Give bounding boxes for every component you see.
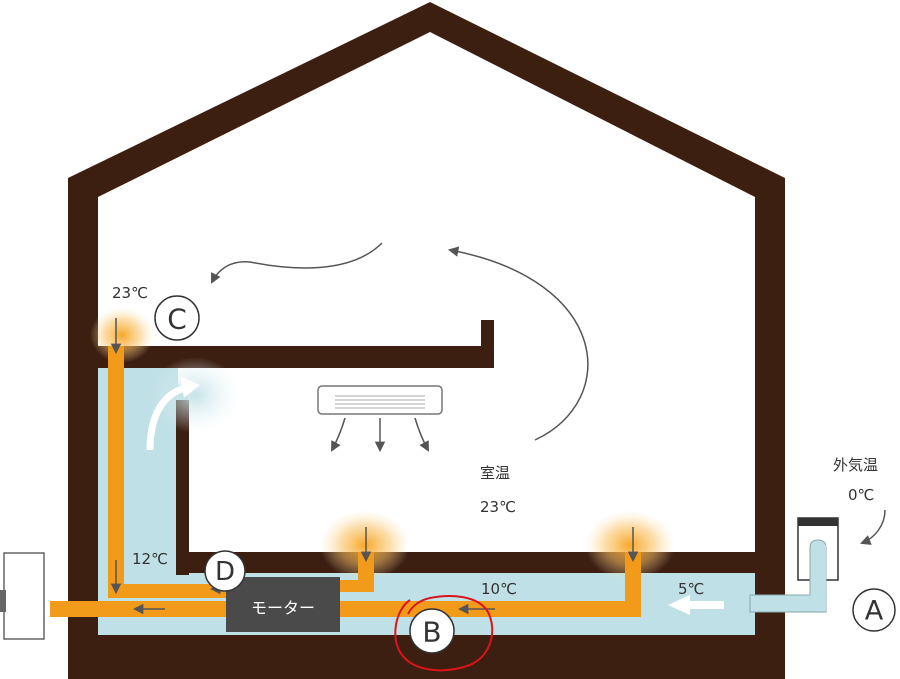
room-temp-title: 室温 [480, 464, 510, 482]
house-interior [98, 32, 755, 552]
marker-d: D [204, 550, 246, 592]
upper-slab [98, 346, 494, 368]
rising-air-arrow [146, 384, 187, 451]
svg-text:A: A [865, 596, 884, 627]
duct-system [50, 346, 641, 617]
intake-flow-arrow [668, 595, 724, 615]
exhaust-hood [3, 552, 45, 640]
room-temp-value: 23℃ [480, 498, 516, 516]
marker-b: B [409, 608, 455, 654]
cool-glow [150, 357, 240, 433]
outside-temp-value: 0℃ [848, 486, 874, 504]
circulation-arrow-top [211, 242, 383, 284]
svg-text:D: D [215, 557, 235, 587]
air-conditioner [317, 385, 443, 415]
red-highlight-circle [394, 595, 494, 672]
inner-partition [176, 400, 189, 575]
svg-text:C: C [167, 303, 187, 336]
outside-temp-title: 外気温 [833, 456, 878, 474]
marker-a: A [852, 588, 896, 632]
svg-text:B: B [422, 616, 441, 649]
motor-label: モーター [251, 599, 315, 618]
b-temp-label: 10℃ [481, 580, 517, 598]
a-temp-label: 5℃ [678, 580, 704, 598]
c-temp-label: 23℃ [112, 284, 148, 302]
circulation-arrow-right [447, 246, 589, 441]
warm-glow-floor-1 [320, 510, 410, 580]
outside-air-arrow [860, 509, 886, 545]
warm-glow-c [90, 307, 154, 363]
marker-c: C [154, 295, 200, 341]
warm-glow-floor-2 [585, 510, 675, 580]
d-temp-label: 12℃ [132, 550, 168, 568]
motor-box [226, 577, 340, 632]
